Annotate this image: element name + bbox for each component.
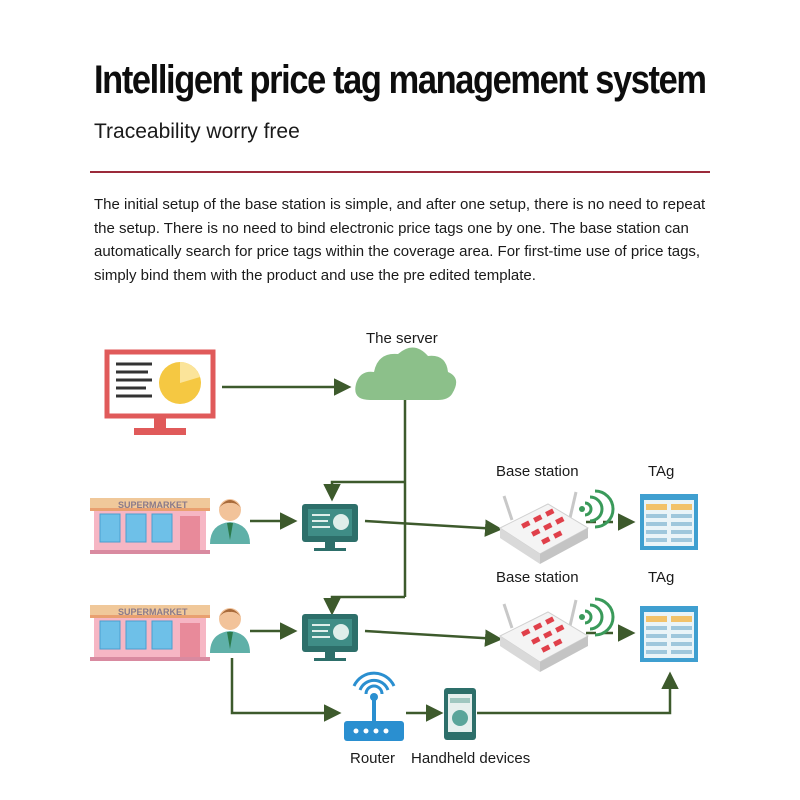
connectors [222,378,679,722]
arrow-terminal-1-to-base [364,519,503,537]
router-icon [344,671,404,741]
person-icon-1 [210,499,250,544]
base-station-label-1: Base station [496,463,579,480]
arrow-person-to-router [230,658,342,722]
handheld-label: Handheld devices [411,750,530,767]
arrow-handheld-to-tag [477,671,679,715]
base-station-icon-2 [498,598,590,674]
page-subtitle: Traceability worry free [94,120,300,143]
title-divider [90,171,710,173]
arrow-server-to-terminal-1 [323,480,405,502]
router-label: Router [350,750,395,767]
price-tag-icon-1 [640,494,698,550]
wireless-signal-icon-2 [577,597,615,637]
person-icon-2 [210,608,250,653]
supermarket-sign-1: SUPERMARKET [118,500,188,510]
base-station-icon-1 [498,490,590,566]
server-label: The server [366,330,438,347]
terminal-monitor-icon-1 [301,503,359,552]
handheld-device-icon [444,688,476,740]
arrow-server-to-terminal-2 [323,595,405,616]
description-paragraph: The initial setup of the base station is… [94,196,706,284]
arrow-terminal-2-to-base [364,629,503,647]
page-title: Intelligent price tag management system [94,58,707,102]
terminal-monitor-icon-2 [301,613,359,662]
tag-label-2: TAg [648,569,674,586]
tag-label-1: TAg [648,463,674,480]
base-station-label-2: Base station [496,569,579,586]
server-cloud-icon [355,347,457,400]
supermarket-sign-2: SUPERMARKET [118,607,188,617]
price-tag-icon-2 [640,606,698,662]
admin-monitor-icon [104,349,216,435]
